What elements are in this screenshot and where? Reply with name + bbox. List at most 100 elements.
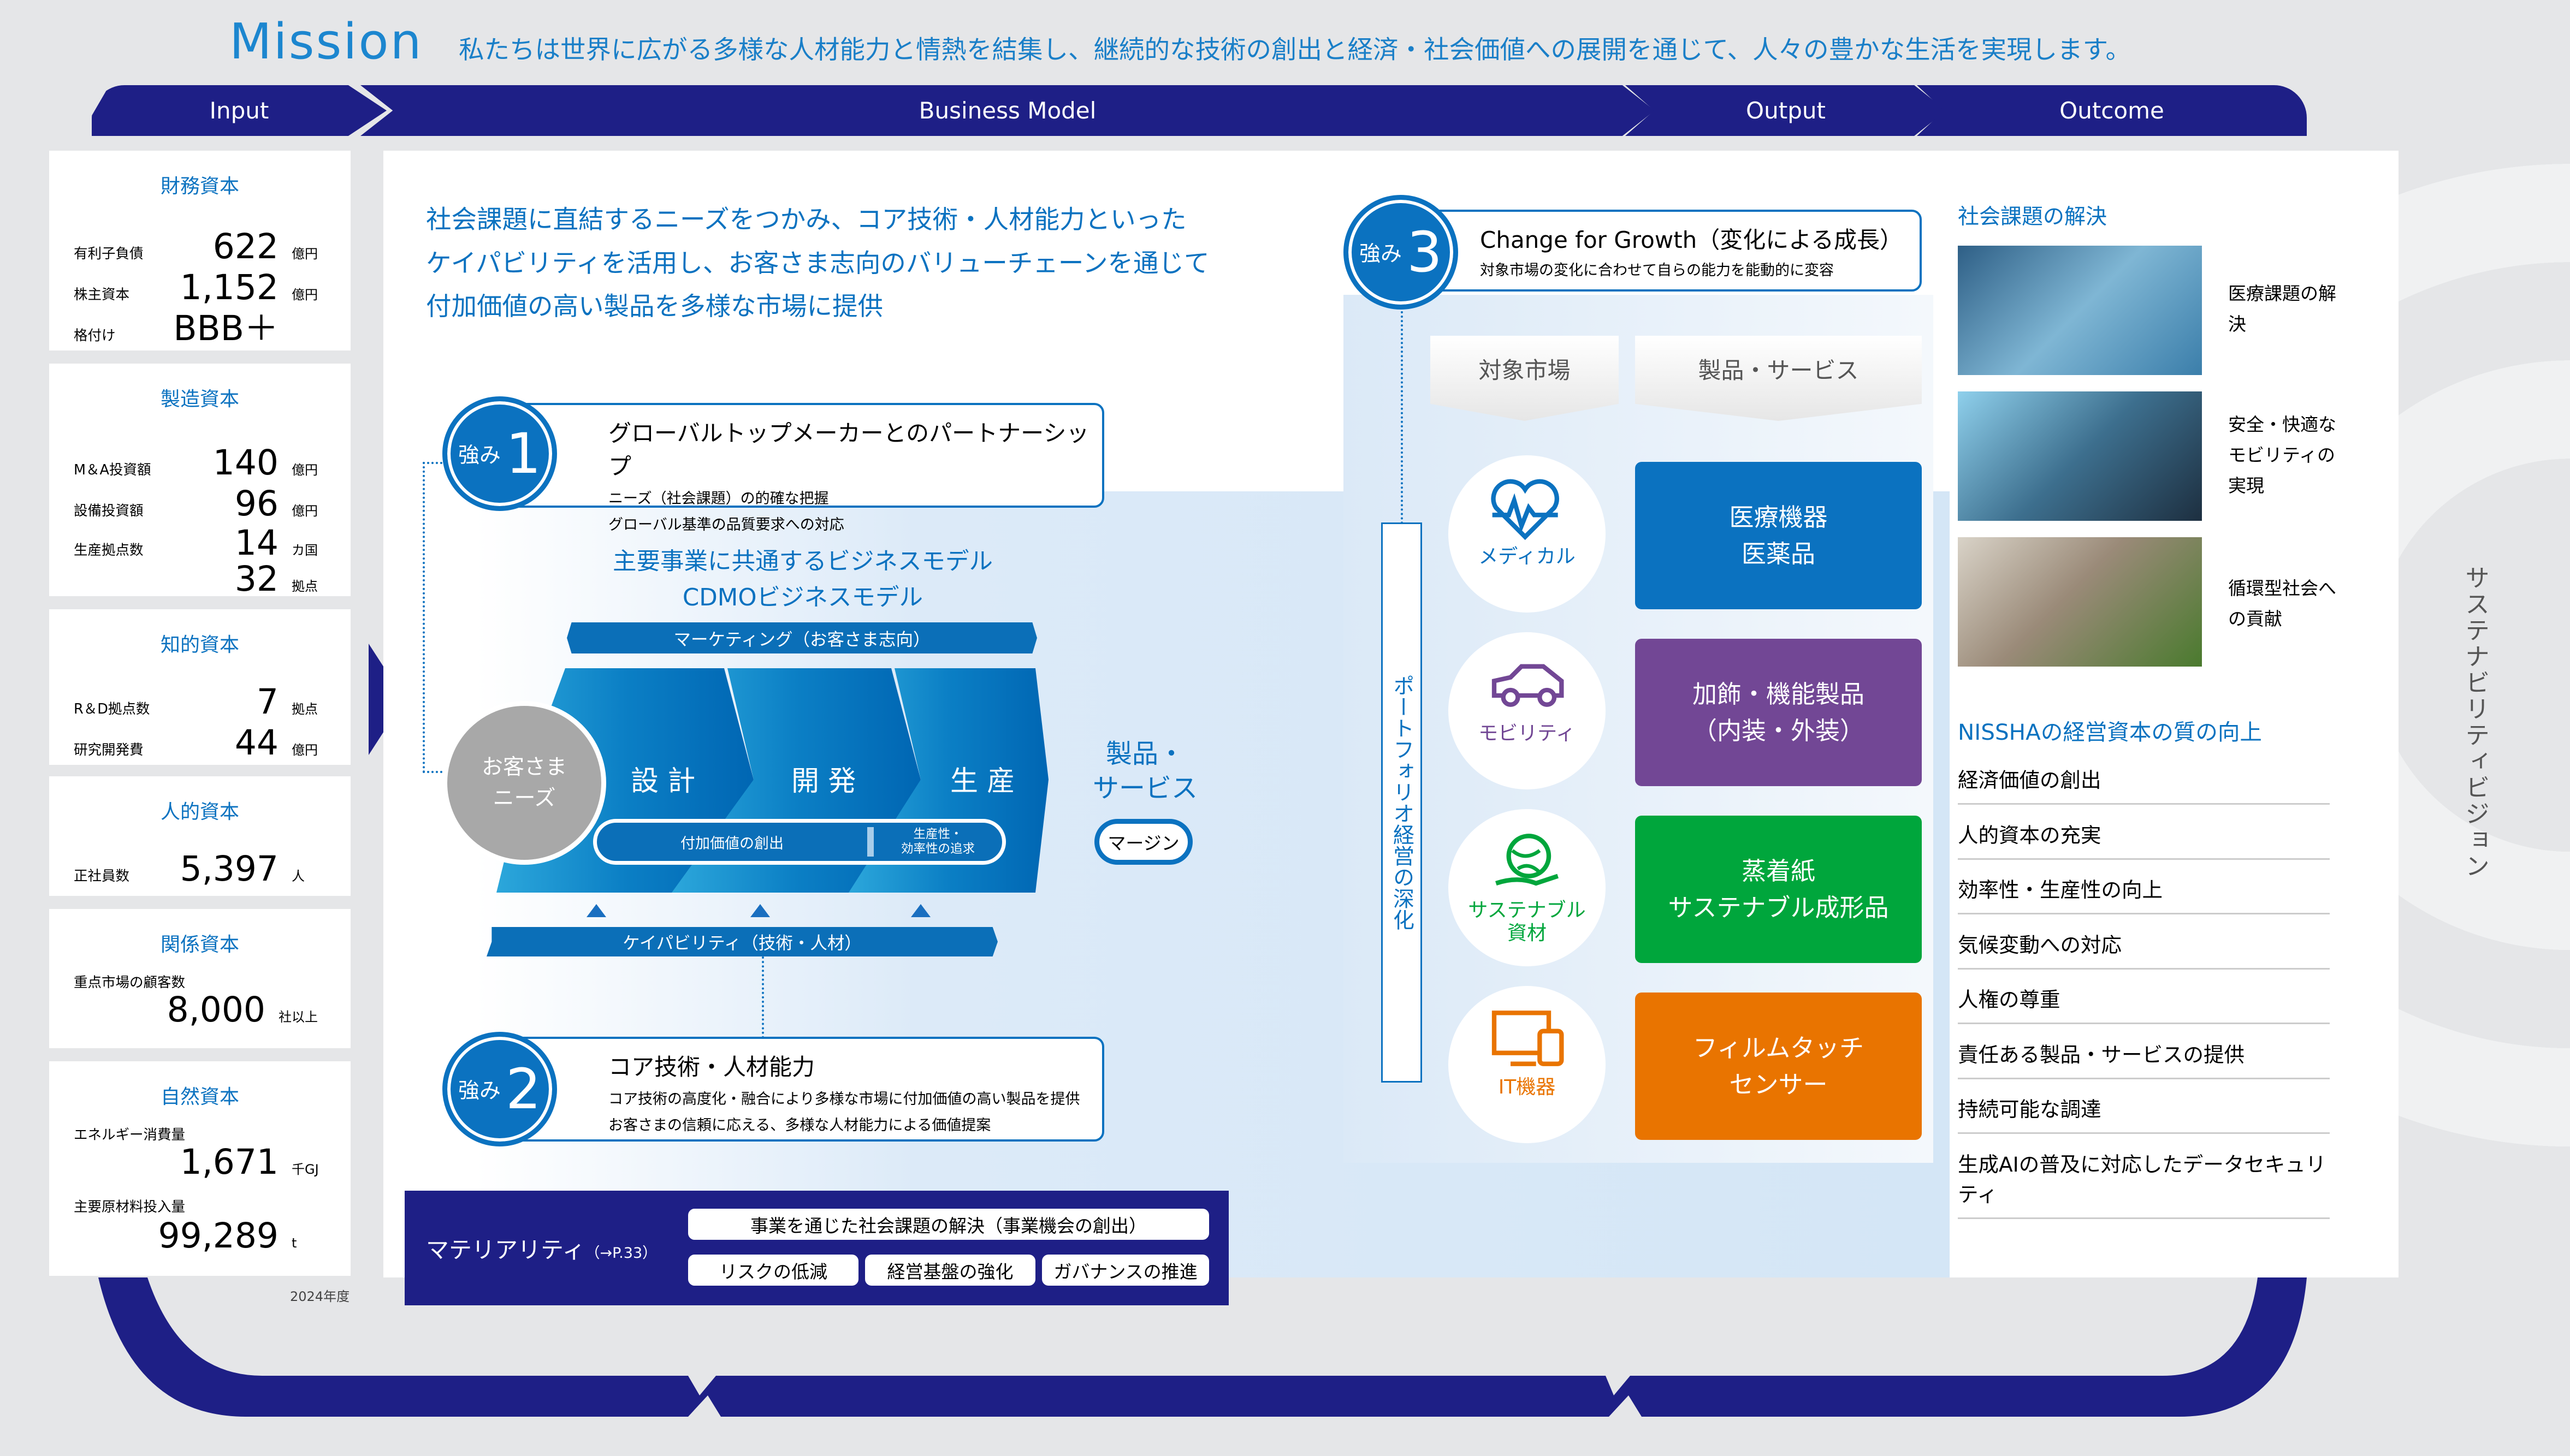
market-2: サステナブル資材 — [1448, 809, 1606, 966]
metric-value: 1,152 — [180, 268, 279, 307]
strength-2-line: コア技術の高度化・融合により多様な市場に付加価値の高い製品を提供 — [608, 1091, 1080, 1108]
globe-hand-icon — [1495, 834, 1559, 886]
card-title: 知的資本 — [160, 634, 239, 656]
metric-label: 生産拠点数 — [74, 542, 144, 558]
market-1: モビリティ — [1448, 632, 1606, 789]
connector-line — [423, 462, 442, 773]
card-title: 関係資本 — [160, 934, 239, 956]
fiscal-year: 2024年度 — [290, 1289, 350, 1304]
input-card: 人的資本正社員数 5,397 人 — [49, 776, 351, 896]
capital-item: 持続可能な調達 — [1958, 1092, 2330, 1134]
market-label: IT機器 — [1498, 1076, 1556, 1098]
materiality-item: 事業を通じた社会課題の解決（事業機会の創出） — [688, 1209, 1209, 1240]
strength-2-title: コア技術・人材能力 — [608, 1054, 815, 1080]
metric-value: 96 — [234, 484, 279, 524]
materiality-item: ガバナンスの推進 — [1042, 1255, 1209, 1286]
market-0: メディカル — [1448, 455, 1606, 613]
materiality-item: 経営基盤の強化 — [865, 1255, 1035, 1286]
metric-label: 正社員数 — [74, 868, 130, 884]
market-label: モビリティ — [1478, 722, 1576, 745]
capital-item: 生成AIの普及に対応したデータセキュリティ — [1958, 1148, 2330, 1219]
mission-statement: 私たちは世界に広がる多様な人材能力と情熱を結集し、継続的な技術の創出と経済・社会… — [459, 35, 2131, 64]
capital-item: 人的資本の充実 — [1958, 818, 2330, 860]
materiality-title: マテリアリティ（→P.33） — [426, 1237, 658, 1263]
card-title: 自然資本 — [160, 1086, 239, 1108]
metric-unit: 億円 — [292, 742, 318, 758]
metric-value: 44 — [234, 723, 279, 763]
metric-unit: 億円 — [292, 287, 318, 302]
metric-value: 8,000 — [167, 990, 265, 1030]
vision-label: サステナビリティビジョン — [2461, 565, 2490, 879]
stage-outcome: Outcome — [1917, 85, 2307, 136]
metric-label: エネルギー消費量 — [74, 1127, 186, 1143]
capital-title: NISSHAの経営資本の質の向上 — [1958, 719, 2262, 745]
metric-value: 140 — [212, 443, 279, 483]
metric-value: BBB＋ — [173, 308, 279, 348]
car-icon — [1491, 664, 1564, 707]
card-title: 製造資本 — [160, 388, 239, 411]
capability-arrows — [587, 904, 947, 917]
materiality-item: リスクの低減 — [688, 1255, 858, 1286]
strength-2-line: お客さまの信頼に応える、多様な人材能力による価値提案 — [608, 1117, 991, 1134]
strength-1-box: グローバルトップメーカーとのパートナーシップ ニーズ（社会課題）の的確な把握 グ… — [475, 403, 1104, 533]
metric-label: 有利子負債 — [74, 246, 144, 262]
metric-unit: 社以上 — [279, 1009, 318, 1025]
value-pill: 付加価値の創出 生産性・効率性の追求 — [593, 819, 1006, 865]
stage-output: Output — [1625, 85, 1946, 136]
metric-value: 1,671 — [180, 1142, 279, 1182]
chain-production: 生 産 — [950, 765, 1015, 798]
capital-item: 人権の尊重 — [1958, 983, 2330, 1024]
metric-unit: 拠点 — [292, 702, 318, 717]
metric-unit: t — [292, 1235, 297, 1251]
metric-value: 7 — [256, 682, 279, 722]
capital-item: 効率性・生産性の向上 — [1958, 873, 2330, 914]
market-3: IT機器 — [1448, 986, 1606, 1143]
products-header: 製品・サービス — [1635, 336, 1922, 421]
metric-unit: 人 — [292, 869, 305, 884]
loop-arrow — [98, 1277, 2307, 1417]
capability-bar: ケイパビリティ（技術・人材） — [487, 927, 998, 956]
metric-unit: 千GJ — [292, 1162, 319, 1177]
up-arrow-icon — [587, 894, 606, 917]
photo-medical — [1958, 246, 2202, 375]
product-box: フィルムタッチセンサー — [1635, 993, 1922, 1140]
card-title: 財務資本 — [160, 175, 239, 198]
up-arrow-icon — [911, 894, 931, 917]
social-caption: 安全・快適なモビリティの実現 — [2228, 414, 2336, 497]
card-title: 人的資本 — [160, 801, 239, 823]
metric-label: M＆A投資額 — [74, 462, 151, 478]
markets-header: 対象市場 — [1430, 336, 1619, 421]
social-caption: 医療課題の解決 — [2228, 283, 2336, 335]
metric-label: 設備投資額 — [74, 503, 144, 519]
portfolio-label: ポートフォリオ経営の深化 — [1381, 522, 1422, 1083]
photo-circular — [1958, 537, 2202, 667]
heart-pulse-icon — [1491, 479, 1559, 540]
devices-icon — [1491, 1011, 1564, 1066]
model-lead: 社会課題に直結するニーズをつかみ、コア技術・人材能力といったケイパビリティを活用… — [426, 205, 1210, 321]
metric-value: 99,289 — [158, 1216, 279, 1256]
strength-3-box: Change for Growth（変化による成長） 対象市場の変化に合わせて自… — [1373, 210, 1922, 292]
stage-business-model: Business Model — [360, 85, 1655, 136]
strength-3-line: 対象市場の変化に合わせて自らの能力を能動的に変容 — [1480, 262, 1834, 279]
product-box: 医療機器医薬品 — [1635, 462, 1922, 609]
chain-development: 開 発 — [791, 765, 856, 798]
metric-label: 重点市場の顧客数 — [74, 974, 186, 991]
strength-1-line: グローバル基準の品質要求への対応 — [608, 516, 844, 533]
metric-label: 研究開発費 — [74, 742, 144, 758]
metric-label: 株主資本 — [74, 287, 130, 303]
photo-mobility — [1958, 391, 2202, 521]
metric-label: 主要原材料投入量 — [74, 1199, 186, 1215]
strength-2-box: コア技術・人材能力 コア技術の高度化・融合により多様な市場に付加価値の高い製品を… — [475, 1037, 1104, 1142]
metric-unit: 拠点 — [292, 579, 318, 594]
metric-value: 5,397 — [180, 849, 279, 889]
metric-unit: 億円 — [292, 503, 318, 519]
up-arrow-icon — [750, 894, 770, 917]
output-label: 製品・サービス — [1092, 739, 1198, 804]
